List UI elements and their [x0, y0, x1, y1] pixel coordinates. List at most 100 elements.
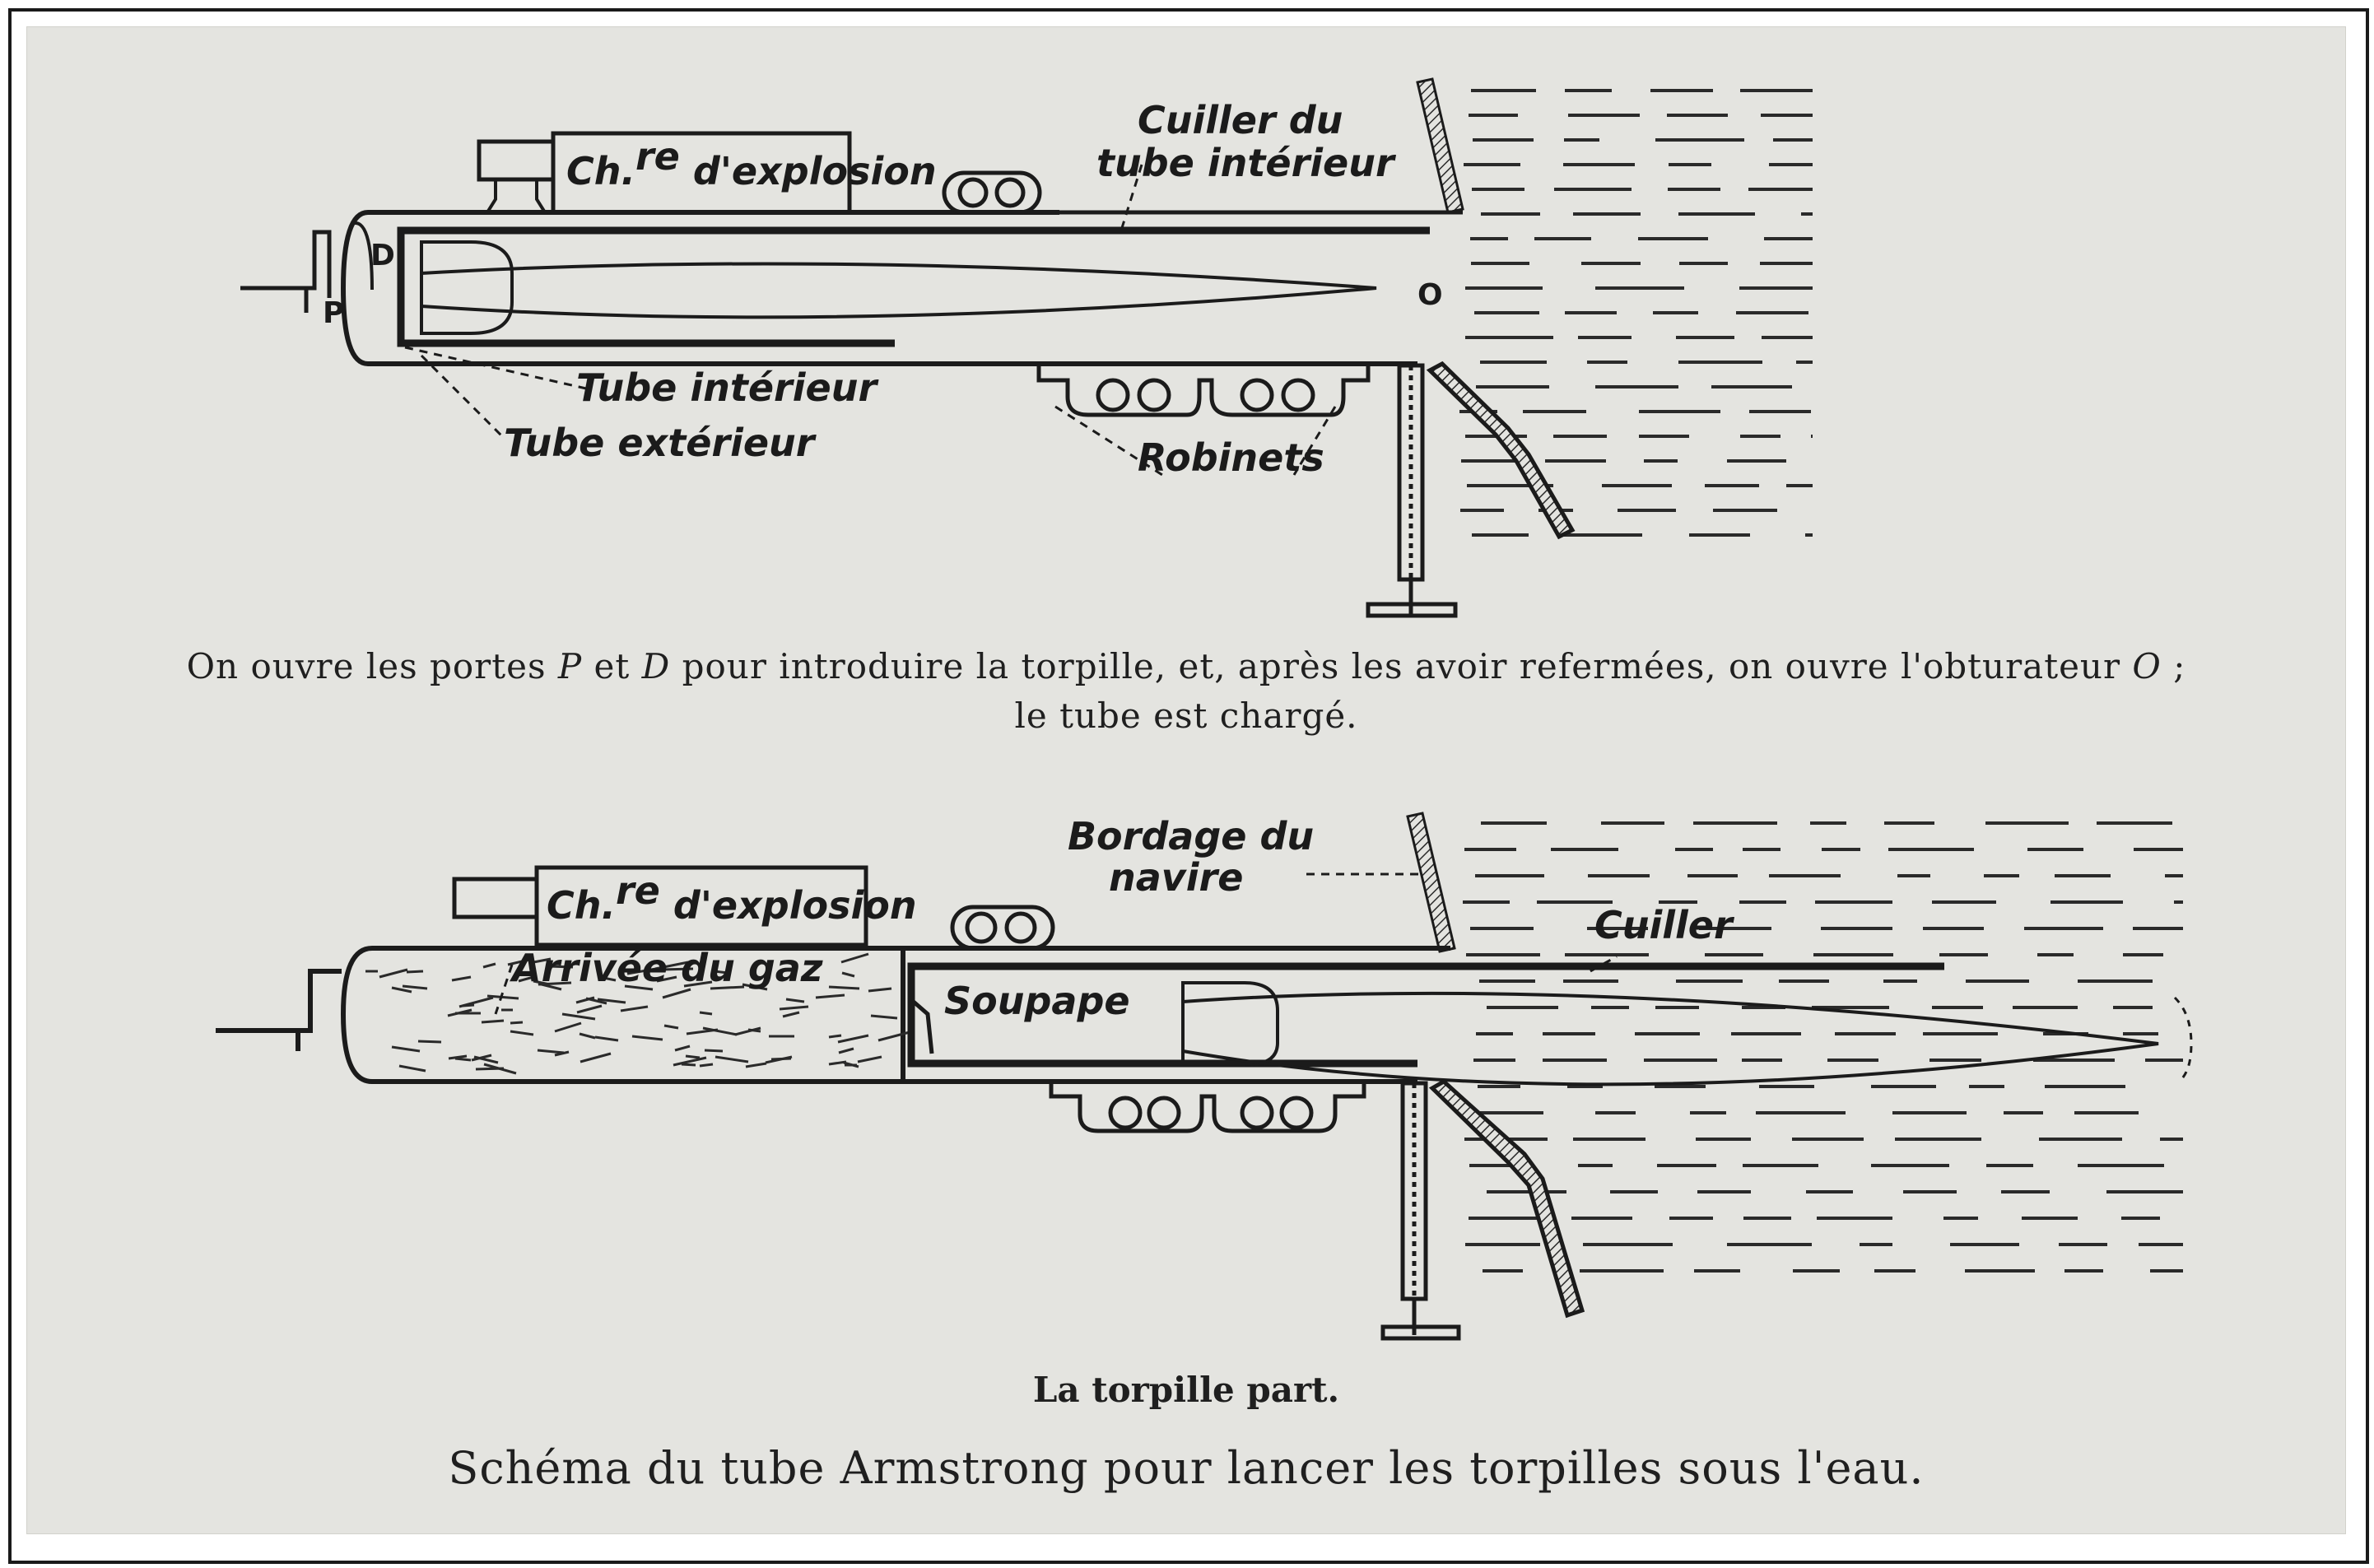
gas-dash	[471, 1054, 492, 1062]
crank-bottom	[216, 969, 342, 1051]
inner-tube-label: Tube intérieur	[576, 365, 879, 410]
gas-dash	[626, 967, 657, 975]
gas-dash	[714, 970, 728, 975]
chamber-fitting-top	[477, 139, 556, 182]
water-top	[1459, 89, 1813, 537]
gas-dash	[481, 1019, 505, 1024]
chamber-label-bottom: Ch.re d'explosion	[547, 868, 917, 928]
gas-dash	[779, 1005, 809, 1011]
gas-chamber-bottom	[340, 946, 907, 1084]
gas-dash	[877, 1031, 910, 1042]
gas-dash	[451, 975, 472, 982]
gas-dash	[702, 1026, 738, 1036]
gas-dash	[742, 983, 768, 991]
caption-top-text-4: ;	[2161, 646, 2186, 686]
bordage-label-2: navire	[1109, 855, 1243, 900]
gas-dash	[785, 998, 805, 1003]
gas-dash	[782, 1011, 800, 1018]
gas-dash	[734, 1026, 761, 1036]
gas-dash	[554, 1021, 582, 1033]
gas-dash	[561, 1012, 596, 1021]
gas-dash	[537, 1049, 565, 1054]
gas-dash	[398, 1064, 426, 1072]
hull-plate-top	[1416, 77, 1464, 214]
gas-dash	[406, 970, 424, 974]
gas-dash	[538, 982, 562, 991]
gas-dash	[745, 1062, 767, 1068]
gas-dash	[585, 997, 607, 1005]
caption-top-line2: le tube est chargé.	[1014, 696, 1358, 736]
water-bottom	[1463, 821, 2183, 1273]
gas-dash	[454, 1057, 472, 1062]
gas-dash	[533, 979, 551, 986]
inner-tube-top	[397, 226, 1430, 347]
shutter-mechanism-top	[1366, 361, 1576, 618]
leader-lines-top	[404, 164, 1337, 477]
chamber-fitting-bottom	[452, 877, 539, 919]
caption-top: On ouvre les portes P et D pour introdui…	[26, 642, 2346, 741]
gas-dash	[402, 984, 428, 990]
gas-dash	[710, 985, 745, 990]
gas-dash	[843, 1061, 859, 1068]
gas-dash	[715, 1055, 749, 1063]
gas-dash	[828, 1034, 842, 1039]
gas-dash	[576, 1004, 603, 1014]
door-p-top	[351, 221, 374, 291]
torpedo-bottom	[1181, 981, 1279, 1067]
gas-dash	[603, 976, 617, 982]
rollers-upper-bottom	[950, 905, 1055, 951]
door-p-label: P	[323, 296, 344, 330]
gas-dash	[379, 968, 408, 979]
paper-page: Ch.re d'explosion Cuiller du tube intéri…	[26, 26, 2346, 1534]
leader-lines-bottom	[494, 872, 1618, 1015]
caption-top-text-2: et	[582, 646, 642, 686]
caption-bottom: La torpille part.	[1032, 1370, 1340, 1410]
caption-top-text-3: pour introduire la torpille, et, après l…	[670, 646, 2133, 686]
gas-dash	[683, 980, 713, 988]
gas-dash	[857, 1055, 882, 1063]
gas-dash	[549, 965, 574, 969]
gas-dash	[459, 996, 494, 1008]
rollers-upper-top	[942, 170, 1042, 215]
gas-dash	[828, 1060, 847, 1066]
gas-dash	[391, 986, 412, 993]
outer-tube-label: Tube extérieur	[504, 421, 817, 465]
gas-arrival-label: Arrivée du gaz	[510, 946, 823, 990]
shutter-o-label: O	[1417, 278, 1443, 312]
gas-dash	[815, 993, 845, 999]
figure-bottom: Ch.re d'explosion Bordage du navire Cuil…	[216, 812, 2193, 1341]
gas-dash	[868, 987, 892, 993]
gas-dash	[518, 975, 534, 983]
figure-top: Ch.re d'explosion Cuiller du tube intéri…	[240, 77, 1813, 618]
gas-dash	[704, 1049, 724, 1053]
gas-dash	[654, 961, 689, 970]
torpedo-top	[420, 240, 514, 335]
torpedo-body-bottom	[1182, 991, 2159, 1086]
gas-dash	[662, 988, 691, 999]
gas-dash	[475, 1067, 505, 1071]
robinets-label: Robinets	[1138, 435, 1324, 480]
cuiller-label-bottom: Cuiller	[1594, 903, 1735, 947]
gas-dash	[840, 952, 869, 964]
gas-dash	[507, 957, 533, 966]
gas-dash	[554, 1050, 570, 1057]
gas-dash	[448, 1054, 468, 1060]
gas-dash	[579, 1032, 596, 1040]
gas-dash	[699, 1063, 714, 1068]
gas-dash	[838, 1047, 854, 1054]
gas-dash	[528, 957, 552, 965]
robinets-bottom	[1049, 1082, 1366, 1133]
gas-dash	[580, 1052, 612, 1063]
gas-dash	[686, 1028, 719, 1035]
gas-dash	[656, 975, 677, 983]
chamber-label-top: Ch.re d'explosion	[566, 134, 937, 193]
gas-dashes	[365, 952, 910, 1075]
caption-top-d: D	[641, 646, 671, 686]
hull-plate-bottom	[1406, 812, 1456, 953]
torpedo-wake	[2173, 996, 2193, 1083]
gas-dash	[486, 994, 519, 1000]
gas-dash	[391, 1045, 421, 1053]
gas-dash	[631, 1035, 663, 1041]
gas-dash	[674, 1045, 691, 1052]
armstrong-tube-diagram: Ch.re d'explosion Cuiller du tube intéri…	[216, 77, 2193, 1341]
